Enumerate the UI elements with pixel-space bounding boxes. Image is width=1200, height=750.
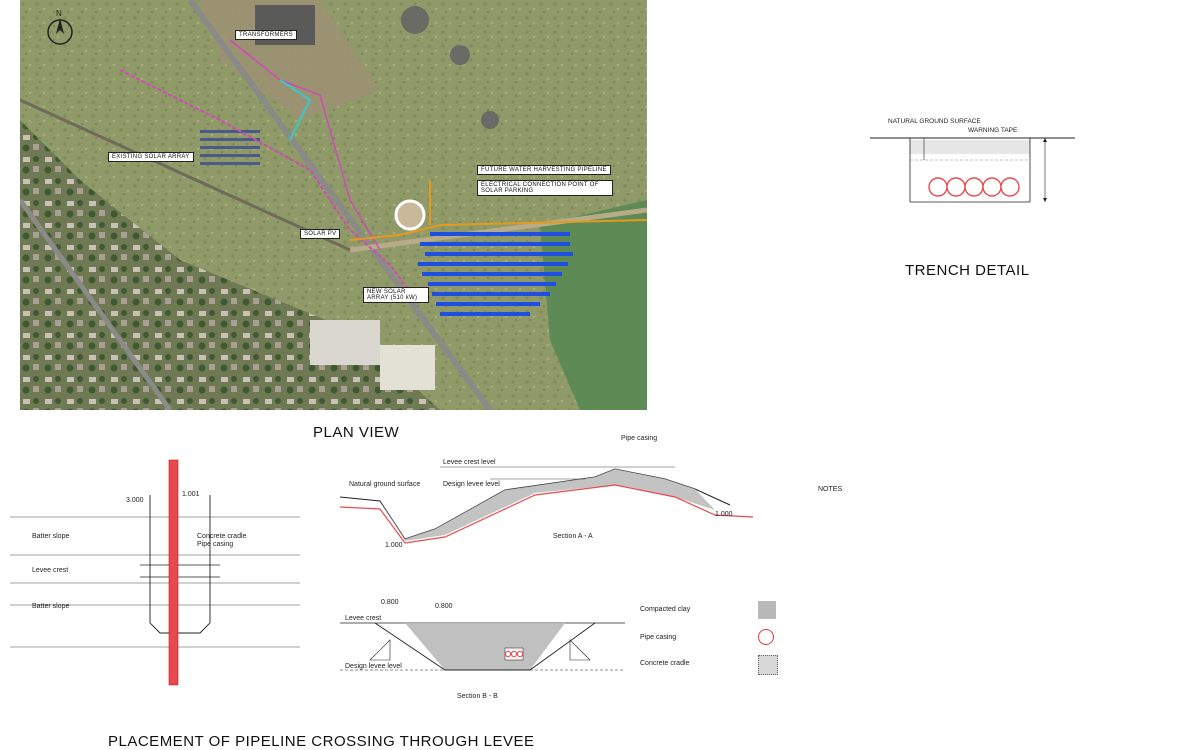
solar-array-row: [422, 272, 562, 276]
trench-label-warning-tape: WARNING TAPE: [968, 127, 1018, 134]
tank: [481, 111, 499, 129]
section-b-pipe: [510, 650, 518, 658]
legend-swatch-pipe-casing: [758, 629, 774, 645]
placement-label-concrete-cradle: Concrete cradle: [197, 533, 247, 540]
notes-block: NOTES: [818, 486, 1184, 741]
roundabout: [394, 199, 426, 231]
placement-title: PLACEMENT OF PIPELINE CROSSING THROUGH L…: [108, 733, 535, 750]
pipeline-route-orange: [349, 219, 647, 241]
legend-label-concrete-cradle: Concrete cradle: [640, 660, 690, 667]
solar-array-row: [430, 232, 570, 236]
legend-label-pipe-casing: Pipe casing: [640, 634, 677, 641]
callout-new-solar-array: NEW SOLAR ARRAY (510 kW): [363, 287, 429, 303]
solar-array-row: [432, 292, 550, 296]
building: [380, 345, 435, 390]
trench-pipe: [1000, 177, 1020, 197]
section-b-pipe: [504, 650, 512, 658]
plan-view-title: PLAN VIEW: [313, 424, 400, 441]
cable-route-cyan: [279, 79, 312, 141]
road: [20, 198, 173, 410]
section-b-label-design-levee: Design levee level: [345, 663, 402, 670]
section-a-dim-left: 1.000: [385, 542, 403, 549]
tank: [450, 45, 470, 65]
section-b-pipe: [516, 650, 524, 658]
section-a-drawing: Pipe casing Levee crest level Design lev…: [335, 435, 755, 555]
solar-array-row: [440, 312, 530, 316]
section-a-svg: [339, 466, 754, 544]
notes-title: NOTES: [818, 486, 843, 493]
callout-transformers: TRANSFORMERS: [235, 30, 297, 40]
legend-label-compacted-clay: Compacted clay: [640, 606, 691, 613]
placement-dim-width: 3.000: [126, 497, 144, 504]
pipe-casing-plan: [168, 459, 179, 686]
section-a-dim-right: 1.000: [715, 511, 733, 518]
section-b-svg: [340, 622, 625, 671]
section-a-label-pipe-casing: Pipe casing: [621, 435, 658, 442]
cable-route-magenta-2: [229, 39, 381, 251]
legend: Compacted clay Pipe casing Concrete crad…: [640, 598, 790, 678]
trench-detail-svg: [870, 137, 1075, 203]
aerial-map-svg: N: [20, 0, 647, 410]
placement-label-batter-slope-1: Batter slope: [32, 533, 70, 540]
legend-swatch-concrete-cradle: [758, 655, 778, 675]
solar-array-row: [425, 252, 573, 256]
callout-solar-pv: SOLAR PV: [300, 229, 341, 239]
new-solar-array: [418, 232, 573, 316]
trench-pipe-group: [928, 177, 1020, 197]
placement-dim-offset: 1.001: [182, 491, 200, 498]
callout-electrical-connection: ELECTRICAL CONNECTION POINT OF SOLAR PAR…: [477, 180, 613, 196]
placement-drawing: Concrete cradle Pipe casing Levee crest …: [10, 455, 310, 690]
trench-detail-title: TRENCH DETAIL: [905, 262, 1030, 279]
section-a-caption: Section A - A: [553, 533, 593, 540]
road: [187, 0, 493, 410]
section-b-pipe-group: [504, 650, 524, 658]
existing-solar-array: [200, 130, 260, 165]
section-b-dim-left: 0.800: [381, 599, 399, 606]
trench-pipe: [964, 177, 984, 197]
section-b-drawing: 0.800 0.800 Levee crest Design levee lev…: [335, 585, 635, 715]
section-b-dim-top: 0.800: [435, 603, 453, 610]
trench-pipe: [928, 177, 948, 197]
legend-swatch-compacted-clay: [758, 601, 776, 619]
cable-route-magenta: [119, 69, 421, 306]
section-b-label-levee-crest: Levee crest: [345, 615, 382, 622]
placement-label-levee-crest: Levee crest: [32, 567, 69, 574]
callout-existing-solar-array: EXISTING SOLAR ARRAY: [108, 152, 194, 162]
solar-array-row: [428, 282, 556, 286]
solar-array-row: [436, 302, 540, 306]
section-a-label-levee-crest: Levee crest level: [443, 459, 496, 466]
section-a-label-design-levee: Design levee level: [443, 481, 500, 488]
levee-road: [349, 207, 647, 253]
trench-pipe: [982, 177, 1002, 197]
placement-label-batter-slope-2: Batter slope: [32, 603, 70, 610]
trench-pipe: [946, 177, 966, 197]
tank: [401, 6, 429, 34]
placement-label-pipe-casing: Pipe casing: [197, 541, 234, 548]
aerial-plan-map: N EXISTING SOLAR ARRAY NEW SOLAR ARRAY (…: [20, 0, 647, 410]
road: [20, 98, 351, 252]
solar-array-row: [420, 242, 570, 246]
callout-future-pipeline: FUTURE WATER HARVESTING PIPELINE: [477, 165, 611, 175]
svg-text:N: N: [56, 9, 62, 18]
section-a-label-natural-ground: Natural ground surface: [349, 481, 421, 488]
trench-label-natural-ground: NATURAL GROUND SURFACE: [888, 118, 981, 125]
building: [310, 320, 380, 365]
north-arrow-icon: N: [47, 9, 73, 45]
placement-svg: [10, 459, 300, 686]
trench-detail-drawing: NATURAL GROUND SURFACE WARNING TAPE: [840, 110, 1100, 240]
solar-array-row: [418, 262, 568, 266]
section-b-caption: Section B - B: [457, 693, 498, 700]
